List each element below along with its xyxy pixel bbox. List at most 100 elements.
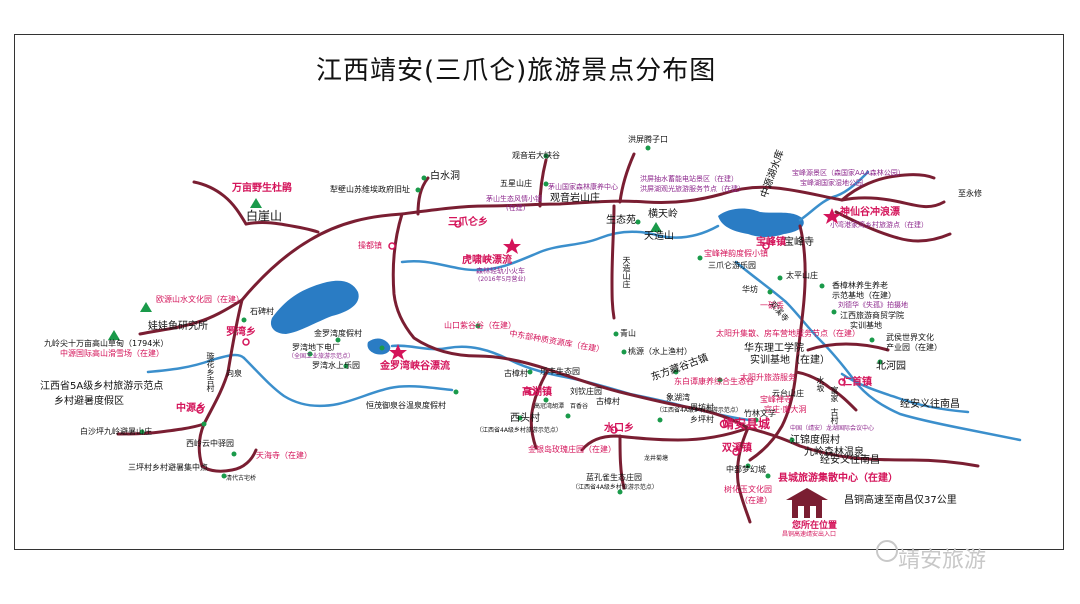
label-luowan-shuishang: 罗湾水上乐园	[312, 361, 360, 370]
label-jingan-xian: 靖安县城	[722, 417, 771, 431]
label-huafang: 华坊	[742, 285, 758, 294]
label-gaohu-zhen: 高湖镇	[522, 387, 552, 398]
dot	[517, 415, 523, 421]
label-zhongyuan-xiang: 中源乡	[176, 403, 206, 414]
river-east-branch	[840, 372, 970, 414]
road-baiya2	[192, 180, 248, 226]
label-yiguan: 一碗丢	[760, 301, 784, 310]
town-shuanghe	[732, 448, 740, 456]
map-frame	[14, 34, 1064, 550]
label-xitou-cun: 西头村	[510, 413, 540, 424]
label-baofeng: 宝峰镇	[756, 237, 786, 248]
label-gucun: 古村	[830, 408, 839, 424]
star-jinluowan	[389, 344, 407, 360]
label-gaoxiang: 高冠湾胡潭	[534, 403, 565, 410]
label-guzhai: 太阳升旅游服务	[740, 373, 796, 382]
road-gaohu	[529, 368, 550, 450]
dot	[415, 187, 421, 193]
dot	[475, 323, 481, 329]
dot	[617, 489, 623, 495]
label-jiangxi-shiyan: 江西旅游商贸学院	[840, 311, 904, 320]
label-jiangjingcun: 江锦度假村	[790, 435, 840, 446]
town-renshou	[838, 378, 846, 386]
label-hongping-hub: 洪屏湖观光旅游服务节点（在建）	[640, 185, 745, 193]
dot	[789, 437, 795, 443]
road-west-branch	[138, 298, 244, 336]
label-zhisuo-sub: 昌铜高速靖安出入口	[782, 531, 837, 538]
label-huadong-sub: 实训基地（在建）	[750, 355, 830, 366]
label-jingan-chulu: 经安义往南昌	[900, 399, 960, 410]
label-wuxingshanzhuang: 五星山庄	[500, 179, 532, 188]
town-baofeng	[762, 242, 770, 250]
dot	[765, 473, 771, 479]
label-wuhan: 武侯世界文化	[886, 333, 934, 342]
dot	[645, 145, 651, 151]
road-north-loop	[240, 185, 844, 302]
dot	[527, 369, 533, 375]
dot	[543, 153, 549, 159]
peak-jiuling	[108, 330, 120, 340]
label-shuhua-zj: （在建）	[740, 496, 772, 505]
label-ouyuan: 欧源山水文化园（在建）	[156, 295, 244, 304]
dot	[877, 359, 883, 365]
peak-baiyashan	[250, 198, 262, 208]
lake-luowan	[367, 338, 391, 355]
label-hengmao: 恒茂御泉谷温泉度假村	[366, 401, 446, 410]
label-baofeng-chan: 宝峰禅韵度假小镇	[704, 249, 768, 258]
label-zhixian: 至永修	[958, 189, 982, 198]
label-shuizhong: 竹林文学	[744, 409, 776, 418]
road-west-down	[197, 298, 244, 468]
label-jinluowan-cun: 金罗湾度假村	[314, 329, 362, 338]
lake-zhelin	[270, 280, 359, 334]
peak-wawayu	[140, 302, 152, 312]
label-baishishu: 百香谷	[570, 403, 589, 410]
road-baiya	[244, 221, 320, 234]
dot	[241, 317, 247, 323]
attraction-dots	[139, 145, 883, 495]
town-caoxi	[388, 242, 396, 250]
dot	[139, 429, 145, 435]
label-baishaping: 白沙坪九岭避暑山庄	[80, 427, 152, 436]
town-shuikou	[610, 426, 618, 434]
dot	[831, 309, 837, 315]
road-southeast-main	[391, 212, 750, 430]
town-luowan	[242, 338, 250, 346]
label-tianhai: 天海寺（在建）	[256, 451, 312, 460]
dot	[697, 255, 703, 261]
label-lianxiang: 璇花乡吉村	[206, 352, 215, 392]
label-shengtaiyuan: 生态苑	[606, 215, 636, 226]
label-xiangcun-ziqiu: 刘钦庄园	[570, 387, 602, 396]
label-changtong: 昌铜高速至南昌仅37公里	[844, 495, 957, 506]
dot	[767, 289, 773, 295]
label-gumuzhou2: 古樟村	[596, 397, 620, 406]
dot	[673, 369, 679, 375]
road-south-trunk	[736, 426, 752, 524]
label-maoshan-center: 茅山国家森林康养中心	[548, 183, 618, 191]
dot	[221, 473, 227, 479]
label-zhisuo: 您所在位置	[792, 521, 838, 531]
label-jingan-chulu2: 经安义往南昌	[820, 455, 880, 466]
dot	[335, 337, 341, 343]
label-shengtai-hu: 蓝孔雀生态庄园	[586, 473, 642, 482]
map-title: 江西靖安(三爪仑)旅游景点分布图	[316, 56, 717, 86]
dot	[421, 175, 427, 181]
town-sanzhuolun	[454, 220, 462, 228]
road-jingan-east	[794, 370, 858, 412]
label-baishui: 白水洞	[430, 171, 460, 182]
road-east-spur	[806, 342, 890, 352]
label-beihe: 北河园	[876, 361, 906, 372]
label-liuxiaohua: 刘德华《失孤》拍摄地	[838, 301, 908, 309]
label-dong-fang: 东白谭康养综合生态谷	[674, 377, 754, 386]
label-xiaowan: 小湾港家湾乡村旅游点（在建）	[830, 221, 928, 229]
label-fujia: 富家	[830, 386, 839, 402]
dot	[307, 351, 313, 357]
label-wangfeng: 宝峰禅寺	[760, 395, 792, 404]
dot	[453, 389, 459, 395]
label-maoshan: 茅山生态风情小镇	[486, 195, 542, 203]
road-network	[116, 152, 980, 524]
dot	[621, 349, 627, 355]
label-shengtai-hu-sub: （江西省4A级乡村旅游示范点）	[572, 484, 658, 491]
label-tianzhuo-shanzhuang: 天造山庄	[622, 256, 631, 288]
scenic-markers	[389, 208, 841, 360]
town-markers	[196, 220, 846, 456]
